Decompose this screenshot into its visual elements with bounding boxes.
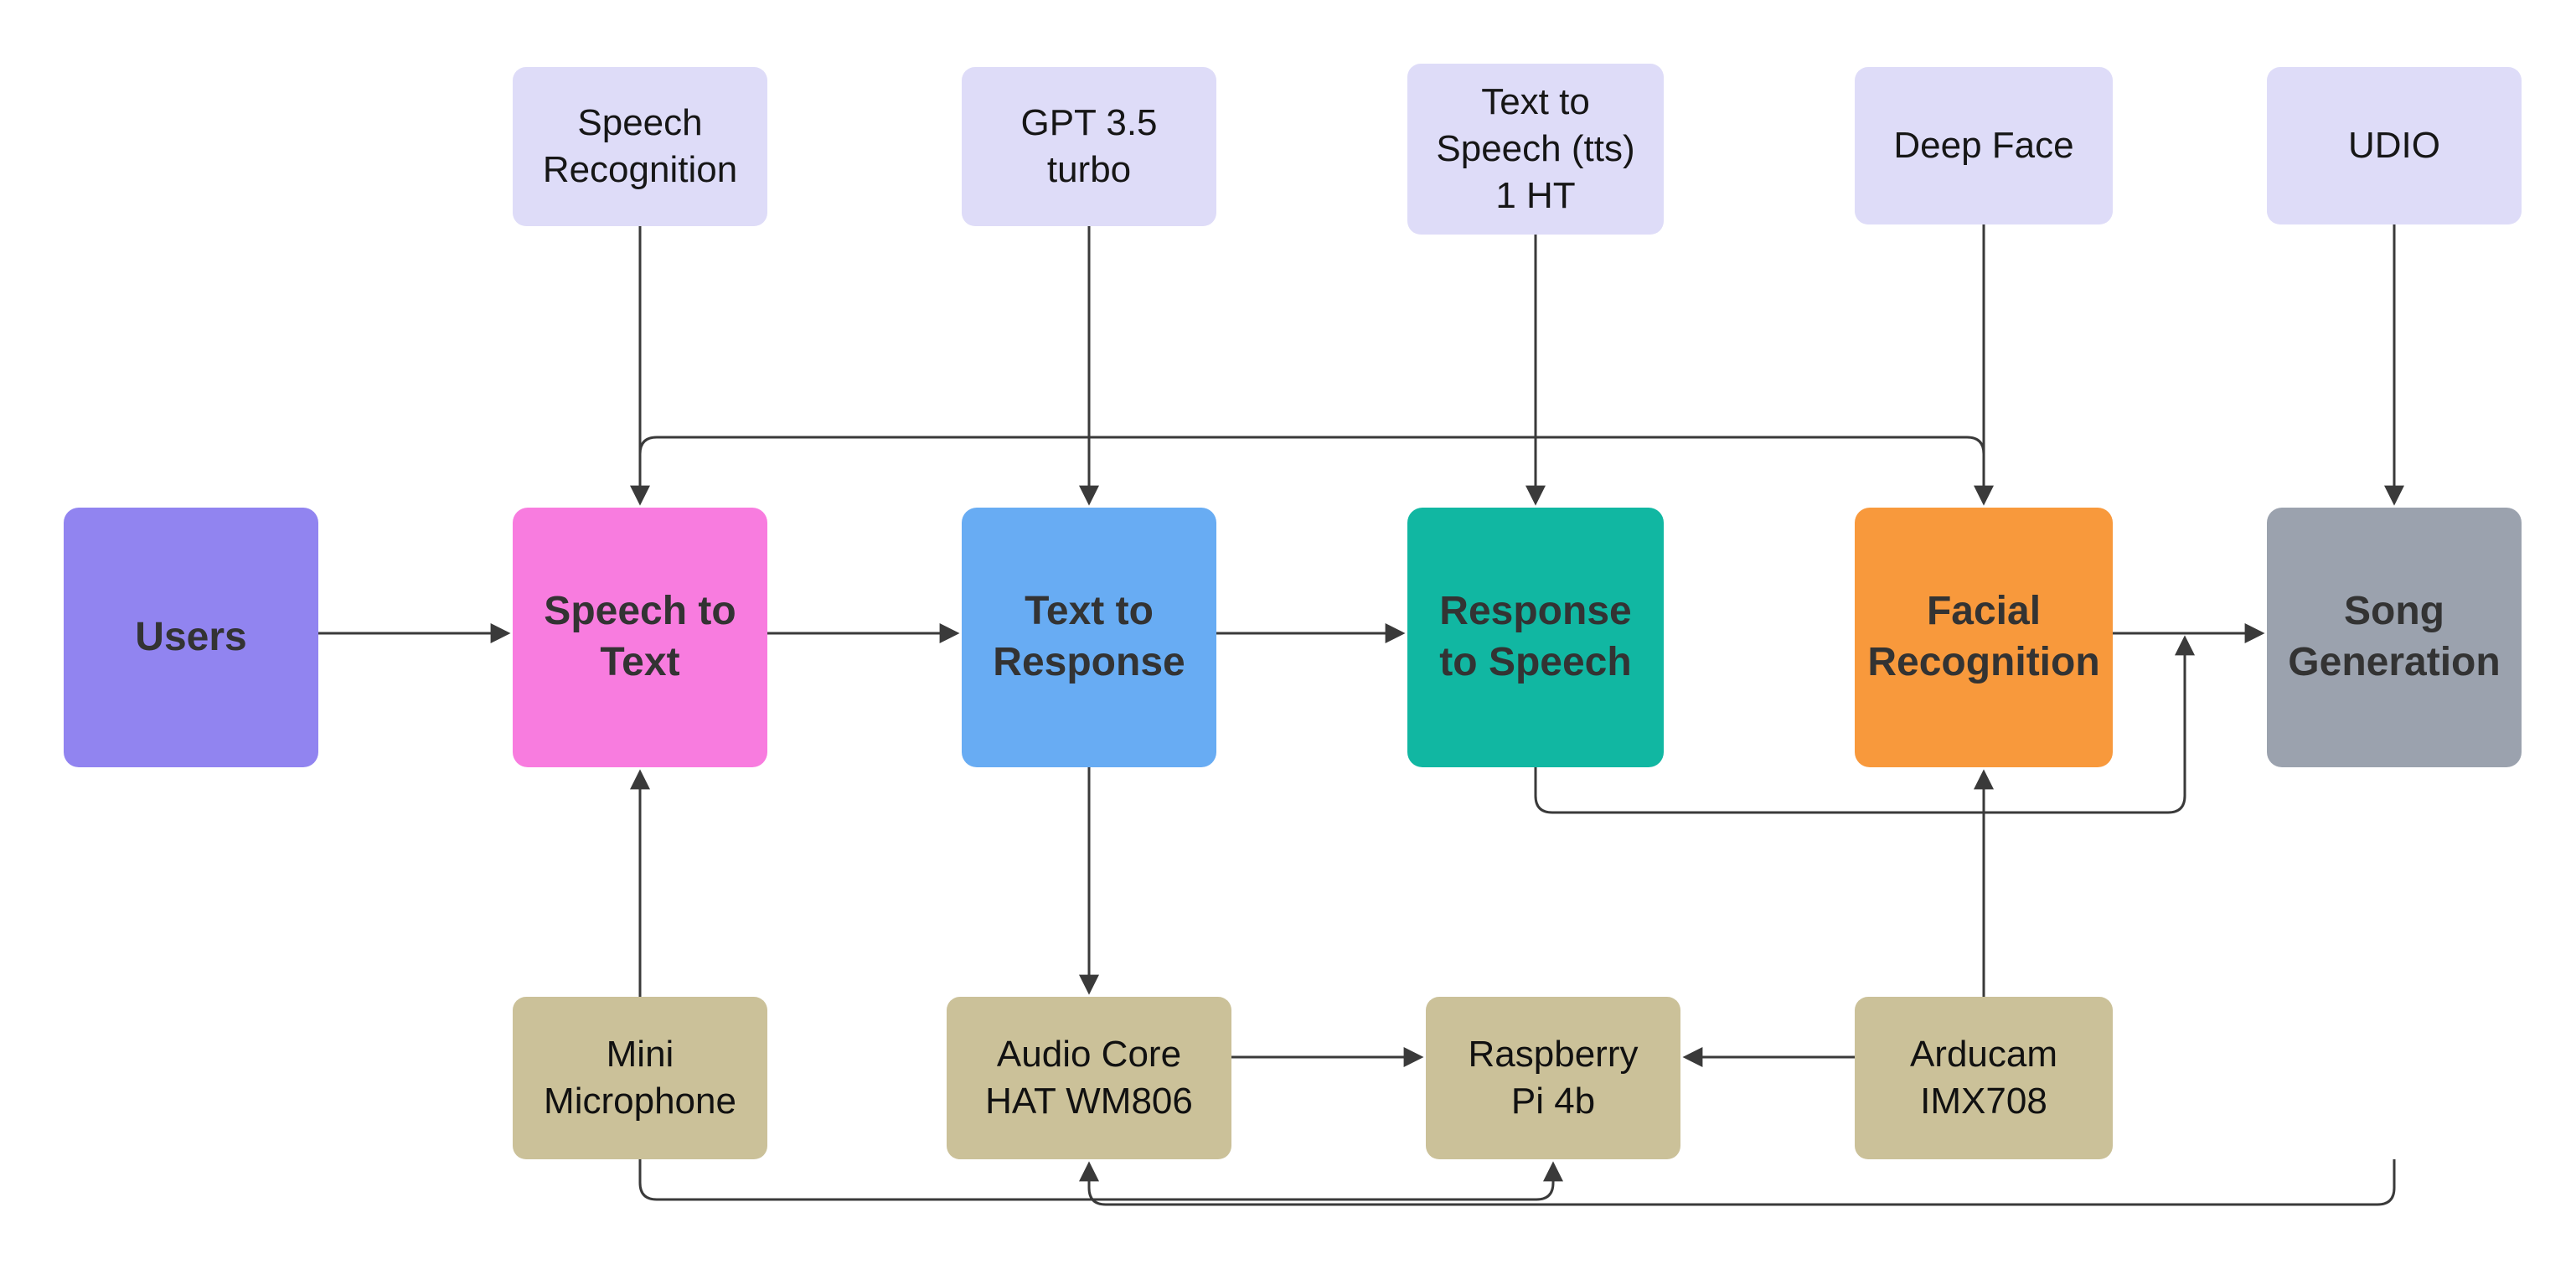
node-users: Users [64,508,318,767]
node-label: Audio Core HAT WM806 [985,1034,1193,1122]
node-arducam-imx708: Arducam IMX708 [1855,997,2113,1159]
edge-song-generation-to-audio-core [1079,1159,2396,1206]
node-label: Speech Recognition [542,102,738,190]
node-label: GPT 3.5 turbo [1020,102,1158,190]
edge-top-bracket-speech-to-text-facial-recognition [638,436,1985,499]
node-label: Raspberry Pi 4b [1468,1034,1639,1122]
node-audio-core-hat-wm806: Audio Core HAT WM806 [947,997,1231,1159]
node-label: Facial Recognition [1867,589,2100,684]
node-label: Arducam IMX708 [1909,1034,2058,1122]
node-speech-recognition: Speech Recognition [513,67,767,226]
node-gpt-3-5-turbo: GPT 3.5 turbo [962,67,1216,226]
node-udio: UDIO [2267,67,2522,224]
node-mini-microphone: Mini Microphone [513,997,767,1159]
edge-mini-microphone-to-raspberry-pi [638,1159,1563,1201]
node-label: Text to Response [993,589,1185,684]
node-facial-recognition: Facial Recognition [1855,508,2113,767]
node-label: Mini Microphone [544,1034,736,1122]
node-label: Deep Face [1893,125,2074,167]
node-label: Speech to Text [544,589,736,684]
node-label: Users [135,614,247,659]
node-text-to-speech-tts-1ht: Text to Speech (tts) 1 HT [1407,64,1664,235]
node-label: UDIO [2348,125,2440,167]
node-deep-face: Deep Face [1855,67,2113,224]
node-label: Response to Speech [1439,589,1632,684]
node-label: Text to Speech (tts) 1 HT [1436,81,1635,216]
node-response-to-speech: Response to Speech [1407,508,1664,767]
node-raspberry-pi-4b: Raspberry Pi 4b [1426,997,1680,1159]
node-label: Song Generation [2288,589,2501,684]
node-text-to-response: Text to Response [962,508,1216,767]
node-speech-to-text: Speech to Text [513,508,767,767]
node-song-generation: Song Generation [2267,508,2522,767]
